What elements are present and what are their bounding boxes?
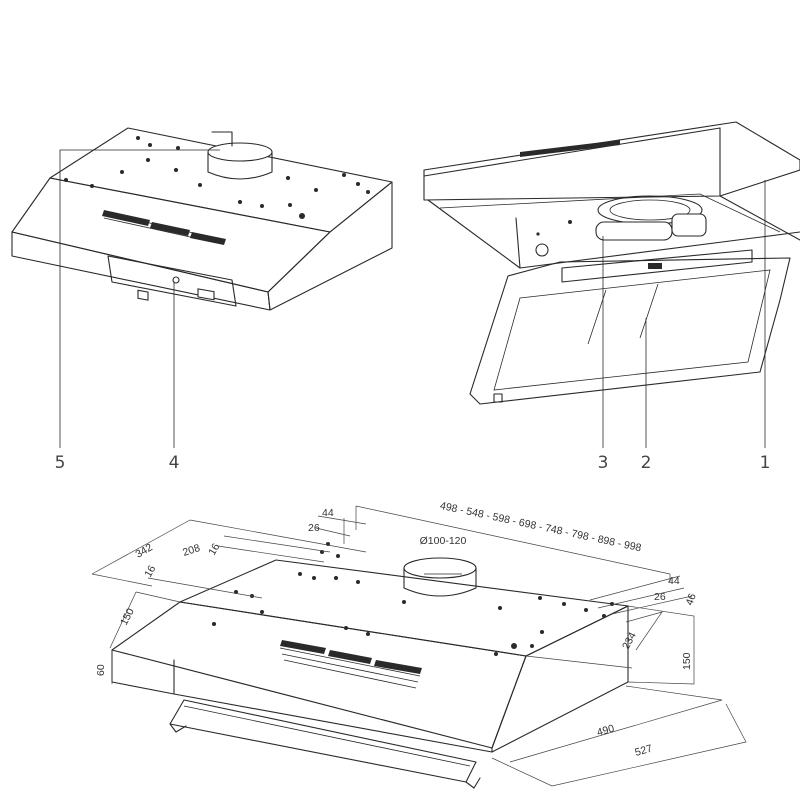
dim-vent-grille (280, 640, 422, 674)
switch-left (137, 289, 149, 301)
duct-collar-top (207, 142, 273, 162)
open-hood-edge (423, 127, 721, 177)
callout-5: 5 (55, 453, 66, 473)
leader-5 (59, 149, 220, 448)
callout-4: 4 (169, 453, 180, 473)
dim-16-lower: 16 (142, 563, 158, 579)
indicator-light (172, 276, 180, 284)
dim-150-left: 150 (118, 606, 137, 627)
grease-filter-frame (469, 257, 791, 405)
dim-hood-handle-ends (169, 723, 481, 789)
dim-490: 490 (596, 722, 616, 738)
dim-mounting-holes (212, 542, 614, 656)
dim-234: 234 (620, 630, 639, 651)
filter-handle-bar (561, 249, 753, 283)
hood-dimension-view (91, 505, 747, 789)
dim-527: 527 (634, 742, 654, 758)
vent-grille-lines (103, 212, 225, 245)
hood-front-strip (11, 231, 271, 311)
filter-latch (648, 263, 662, 269)
dim-vent-lines (279, 647, 421, 689)
filter-reflection (587, 283, 659, 345)
dim-duct-body (403, 567, 477, 597)
mounting-holes (64, 136, 370, 219)
dim-duct-top (403, 557, 477, 579)
dim-60: 60 (95, 664, 107, 676)
dimension-lines (91, 505, 747, 787)
fan-housing-inner (609, 199, 691, 221)
control-panel (107, 255, 237, 307)
dim-26-right: 26 (654, 591, 666, 603)
duct-bracket (211, 131, 233, 147)
dim-150-right: 150 (681, 652, 693, 670)
hood-top-panel (49, 127, 393, 233)
duct-collar-body (207, 151, 273, 180)
inner-cavity-rim (439, 193, 781, 233)
open-hood-top-slot (520, 140, 620, 157)
dim-46: 46 (684, 592, 699, 607)
inner-connector (535, 243, 549, 257)
dim-16-upper: 16 (206, 541, 222, 557)
dim-44-left: 44 (322, 507, 334, 519)
dim-26-left: 26 (308, 522, 320, 534)
dim-hood-side (491, 605, 629, 753)
open-hood-top (423, 121, 800, 201)
lamp-holder (671, 213, 707, 237)
hood-top-right-view (423, 121, 800, 448)
hood-side-panel (267, 181, 393, 311)
inner-wall (515, 217, 521, 269)
dim-hood-left-strip (111, 649, 175, 695)
hood-top-left-view (11, 127, 393, 448)
open-hood-side (719, 127, 800, 241)
dim-hood-handle-inner (183, 705, 471, 767)
lamp (595, 221, 673, 241)
dim-44-right: 44 (668, 575, 680, 587)
filter-corner-clip (493, 393, 503, 403)
dim-hood-front-strip (173, 659, 493, 753)
dim-208: 208 (181, 542, 202, 559)
callout-2: 2 (641, 453, 652, 473)
vent-grille (102, 210, 226, 245)
callout-3: 3 (598, 453, 609, 473)
callout-1: 1 (760, 453, 771, 473)
grease-filter (493, 269, 771, 391)
dim-342: 342 (134, 541, 155, 560)
switch-right (197, 288, 215, 301)
dim-hood-handle (169, 699, 477, 783)
dim-duct-diameter: Ø100-120 (420, 535, 467, 547)
